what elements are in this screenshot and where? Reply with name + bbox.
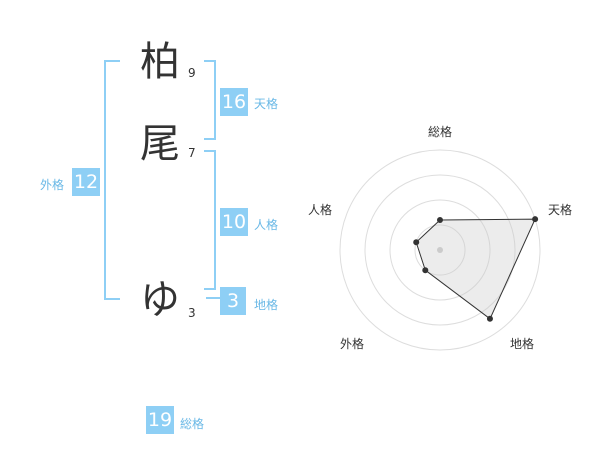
jinkaku-bracket: [204, 150, 216, 290]
tenkaku-value: 16: [220, 88, 248, 116]
radar-ring: [389, 199, 491, 301]
radar-label-soukaku: 総格: [428, 125, 453, 139]
radar-point-3: [422, 267, 429, 274]
chikaku-connector: [206, 297, 220, 299]
jinkaku-value: 10: [220, 208, 248, 236]
chikaku-value: 3: [220, 287, 246, 315]
radar-ring: [364, 174, 516, 326]
stroke-count-1: 9: [188, 66, 196, 80]
stroke-count-3: 3: [188, 306, 196, 320]
radar-label-tenkaku: 天格: [548, 203, 573, 217]
radar-point-2: [486, 315, 493, 322]
name-char-1: 柏: [140, 39, 180, 85]
stroke-count-2: 7: [188, 146, 196, 160]
gaikaku-bracket: [104, 60, 120, 300]
radar-ring: [414, 224, 466, 276]
radar-series-polygon: [415, 218, 536, 320]
jinkaku-label: 人格: [254, 218, 279, 232]
radar-label-jinkaku: 人格: [308, 203, 333, 217]
radar-label-chikaku: 地格: [510, 337, 535, 351]
radar-point-4: [413, 239, 420, 246]
gaikaku-label: 外格: [40, 178, 65, 192]
tenkaku-label: 天格: [254, 97, 279, 111]
radar-ring: [339, 149, 541, 351]
soukaku-label: 総格: [180, 417, 205, 431]
radar-center: [437, 247, 443, 253]
radar-point-0: [437, 217, 443, 223]
radar-point-1: [532, 216, 539, 223]
soukaku-value: 19: [146, 406, 174, 434]
name-char-3: ゆ: [140, 277, 180, 323]
gaikaku-value: 12: [72, 168, 100, 196]
chikaku-label: 地格: [254, 298, 279, 312]
tenkaku-bracket: [204, 60, 216, 140]
radar-label-gaikaku: 外格: [340, 337, 365, 351]
name-char-2: 尾: [140, 121, 180, 167]
